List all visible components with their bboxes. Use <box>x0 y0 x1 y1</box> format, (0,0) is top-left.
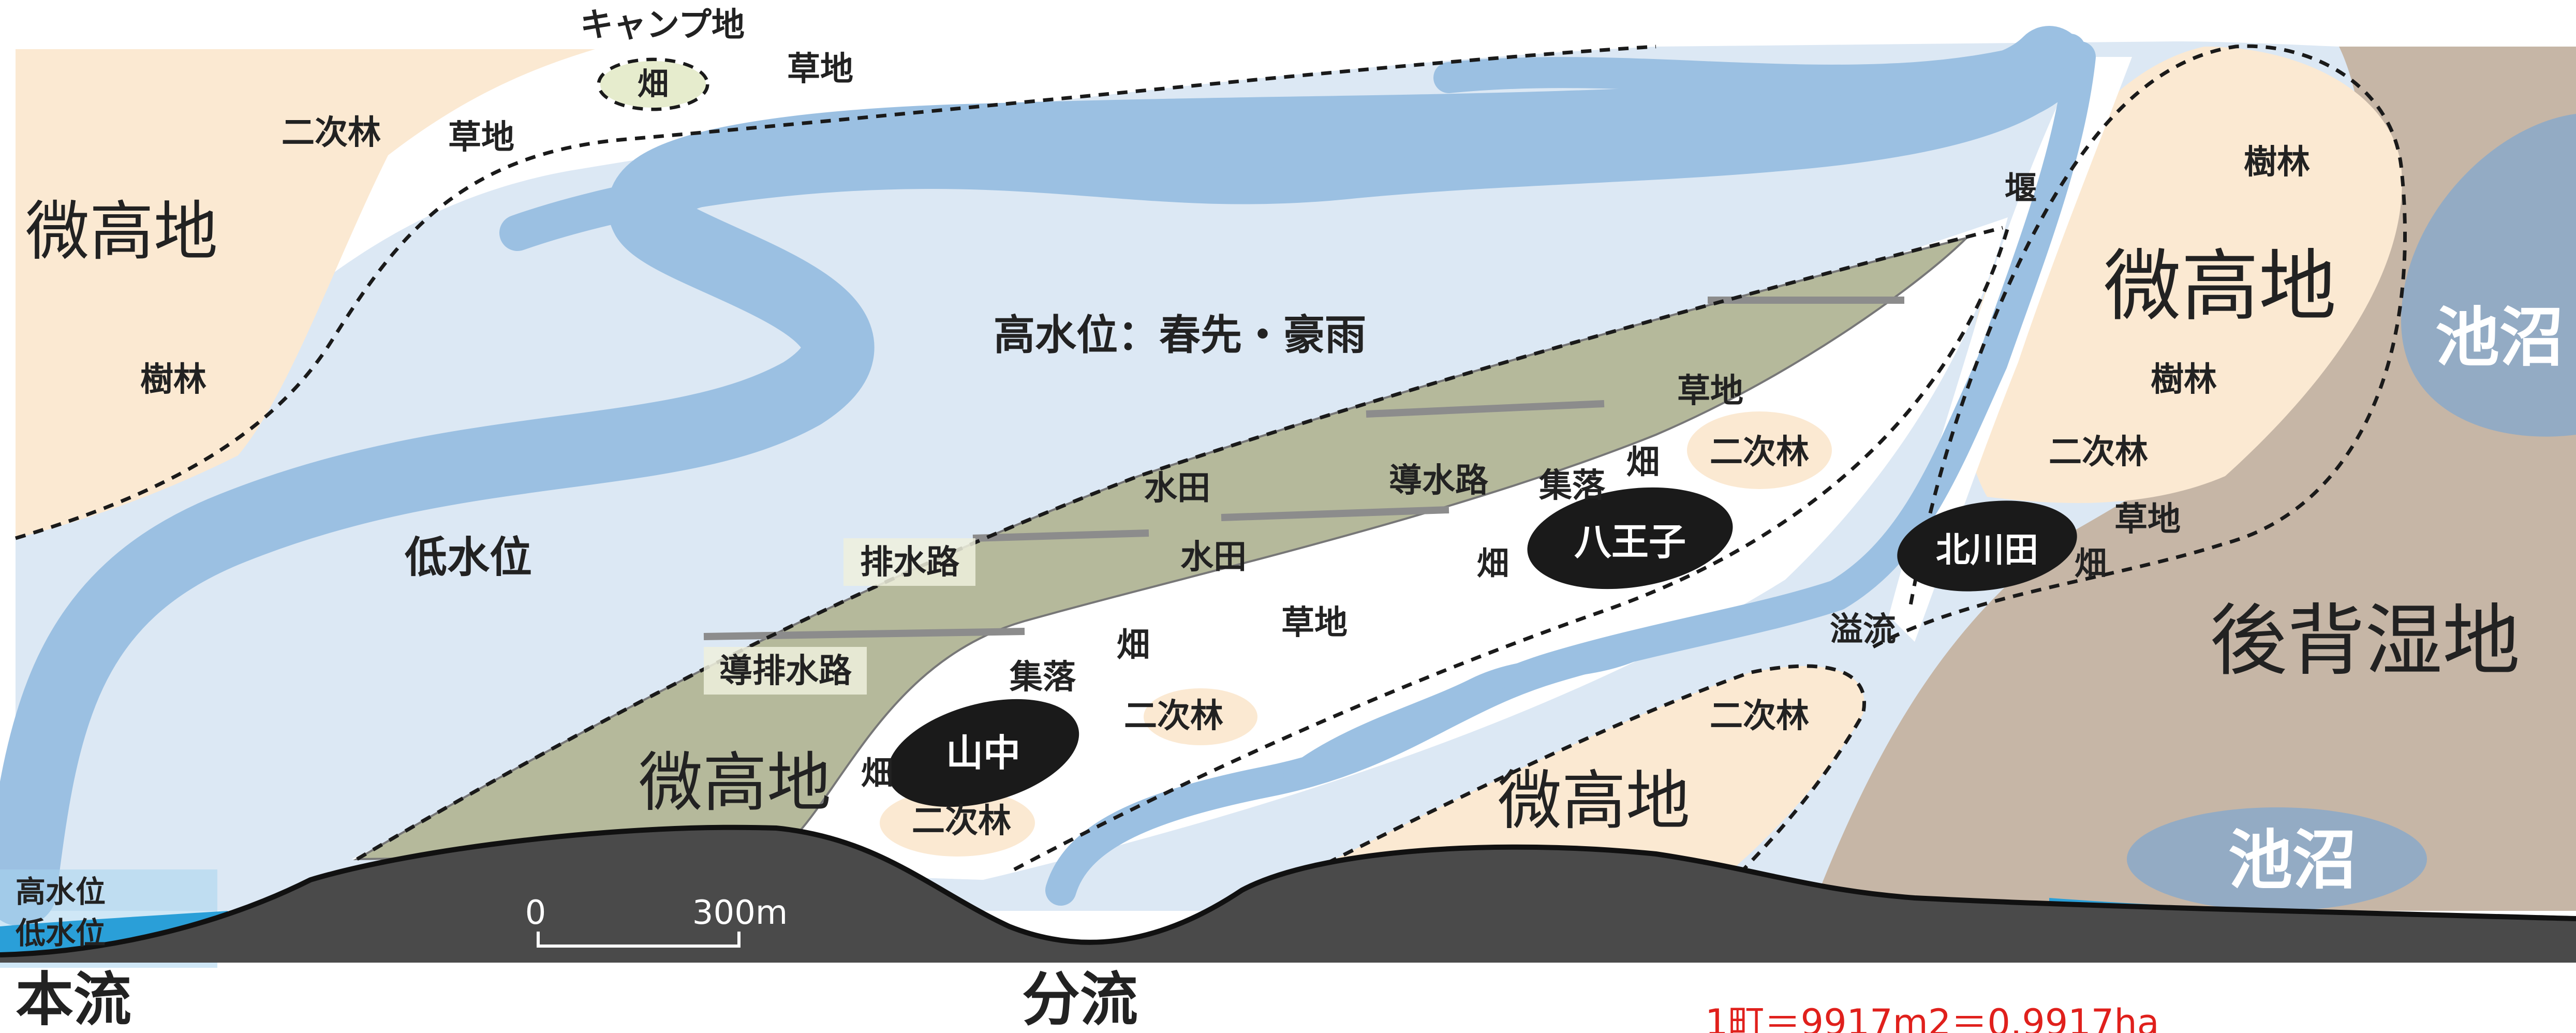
label-weir: 堰 <box>2005 169 2037 207</box>
label-upland-topleft: 微高地 <box>25 195 218 269</box>
scale-bar-line <box>537 932 741 948</box>
boundary-lines <box>15 44 2407 892</box>
label-main-stream: 本流 <box>16 966 131 1033</box>
scale-label-zero: 0 <box>525 894 546 932</box>
label-secondary-topleft: 二次林 <box>282 114 381 152</box>
paddy-channels <box>703 297 1904 640</box>
channel-upper-2 <box>1366 400 1605 418</box>
label-drain-bg <box>843 538 975 586</box>
secondary-forest-patch-1 <box>1144 688 1257 745</box>
label-overflow: 溢流 <box>1830 611 1896 649</box>
label-camp-field: 畑 <box>638 66 669 102</box>
label-paddy-1: 水田 <box>1144 469 1210 508</box>
branch-channel <box>1045 41 2096 906</box>
label-level-low: 低水位 <box>16 916 106 951</box>
label-grass-hachioji: 草地 <box>1677 372 1743 410</box>
label-secondary-yamanaka-right: 二次林 <box>1124 697 1223 735</box>
label-pond-lower: 池沼 <box>2228 823 2357 898</box>
meander-upper <box>499 44 2088 251</box>
label-high-water: 高水位：春先・豪雨 <box>994 311 1366 359</box>
village-label-yamanaka: 山中 <box>946 731 1020 775</box>
label-grass-center: 草地 <box>1281 604 1348 642</box>
label-upland-levee: 微高地 <box>639 746 831 820</box>
label-grass-left: 草地 <box>448 119 514 157</box>
village-label-kitakawada: 北川田 <box>1936 530 2038 570</box>
label-settlement-yamanaka: 集落 <box>1009 658 1076 697</box>
scale-label-end: 300m <box>692 894 788 932</box>
ground-section <box>0 827 2576 963</box>
label-branch-stream: 分流 <box>1022 966 1138 1033</box>
label-camp: キャンプ地 <box>580 6 745 45</box>
label-secondary-right: 二次林 <box>2049 433 2148 471</box>
village-hachioji <box>1527 487 1733 589</box>
label-paddy-2: 水田 <box>1180 538 1247 577</box>
label-forest-right: 樹林 <box>2151 361 2217 399</box>
village-kitakawada <box>1897 500 2077 592</box>
label-grass-top: 草地 <box>787 50 853 88</box>
channel-upper-3 <box>1221 506 1449 521</box>
boundary-upper-left <box>15 45 1656 540</box>
label-intake-drain-bg <box>704 647 867 695</box>
label-forest-right-top: 樹林 <box>2244 143 2310 182</box>
upland-topleft <box>16 49 595 538</box>
secondary-forest-patch-3 <box>1687 411 1832 489</box>
scale-bar <box>537 932 741 948</box>
label-drain-channel: 排水路 <box>860 543 960 582</box>
label-backswamp: 後背湿地 <box>2210 596 2520 686</box>
label-settlement-hachioji: 集落 <box>1538 467 1606 505</box>
label-forest-left: 樹林 <box>140 361 206 399</box>
village-label-hachioji: 八王子 <box>1574 520 1686 564</box>
label-intake-channel: 導水路 <box>1389 462 1489 500</box>
label-intake-drain: 導排水路 <box>719 652 852 690</box>
label-grass-kitakawada: 草地 <box>2114 500 2181 539</box>
pond-upper <box>2401 114 2576 437</box>
boundary-lower-upland <box>1293 664 1866 892</box>
unit-note: 1町＝9917m2＝0.9917ha <box>1705 1001 2159 1033</box>
meander-top <box>1433 34 2085 96</box>
label-field-yamanaka: 畑 <box>1117 626 1150 665</box>
pond-lower <box>2127 807 2427 911</box>
label-upland-right: 微高地 <box>2104 242 2336 332</box>
label-field-kitakawada: 畑 <box>2075 544 2107 582</box>
upland-bottomcenter <box>1294 666 1864 890</box>
label-upland-bottom: 微高地 <box>1498 764 1690 838</box>
label-secondary-hachioji: 二次林 <box>1710 433 1809 471</box>
branch-side-loop <box>1283 642 1640 787</box>
secondary-forest-patch-2 <box>880 789 1035 857</box>
label-secondary-yamanaka-below: 二次林 <box>912 802 1011 840</box>
label-field-yamanaka-left: 畑 <box>861 754 893 792</box>
ground-surface-line <box>0 824 2576 957</box>
label-low-water: 低水位 <box>405 533 532 582</box>
channel-lower <box>703 628 1025 640</box>
channel-middle <box>972 529 1149 542</box>
label-secondary-bottom: 二次林 <box>1710 697 1809 735</box>
camp-field <box>600 61 706 108</box>
label-field-hachioji-left: 畑 <box>1477 544 1509 582</box>
boundary-center-levee <box>1013 227 2010 872</box>
river-channels <box>0 26 2096 926</box>
label-pond-upper: 池沼 <box>2435 301 2564 375</box>
village-yamanaka <box>887 699 1079 807</box>
label-level-high: 高水位 <box>16 874 106 909</box>
labels: キャンプ地 畑 草地 草地 二次林 微高地 樹林 高水位：春先・豪雨 低水位 水… <box>16 6 2564 1033</box>
camp-field-outline <box>597 57 709 111</box>
label-field-hachioji: 畑 <box>1626 444 1660 482</box>
main-channel <box>0 26 2085 926</box>
